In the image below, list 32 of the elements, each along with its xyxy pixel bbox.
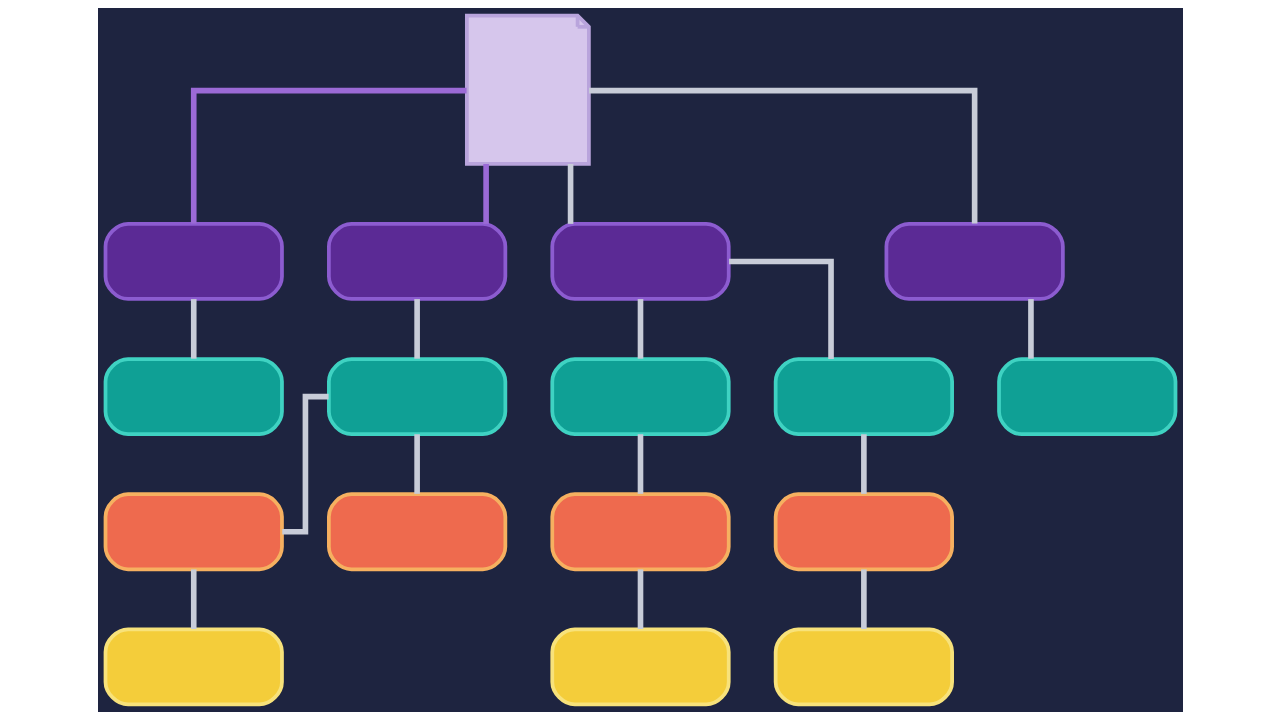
- connector: [190, 569, 197, 629]
- node-bubble: [103, 357, 284, 437]
- connector: [567, 164, 573, 224]
- connector: [190, 299, 197, 359]
- connector: [637, 434, 643, 494]
- connector: [728, 258, 834, 359]
- connector: [588, 87, 977, 224]
- node-bubble: [549, 222, 731, 301]
- node-bubble: [326, 222, 507, 301]
- connector: [413, 434, 420, 494]
- node-bubble: [773, 492, 954, 572]
- node-bubble: [884, 222, 1065, 301]
- node-bubble: [773, 357, 954, 437]
- connector: [860, 569, 867, 629]
- node-bubble: [103, 627, 284, 707]
- connector: [637, 299, 643, 359]
- connector: [637, 569, 643, 629]
- connector: [413, 299, 420, 359]
- connector: [190, 87, 467, 224]
- node-bubble: [103, 222, 284, 301]
- connector: [482, 164, 489, 224]
- node-bubble: [103, 492, 284, 572]
- node-bubble: [773, 627, 954, 707]
- node-bubble: [549, 357, 731, 437]
- node-bubble: [326, 492, 507, 572]
- connector: [860, 434, 867, 494]
- connector: [281, 393, 329, 535]
- node-bubble: [326, 357, 507, 437]
- connector: [1027, 299, 1034, 359]
- node-bubble: [549, 492, 731, 572]
- node-bubble: [996, 357, 1177, 437]
- node-bubble: [549, 627, 731, 707]
